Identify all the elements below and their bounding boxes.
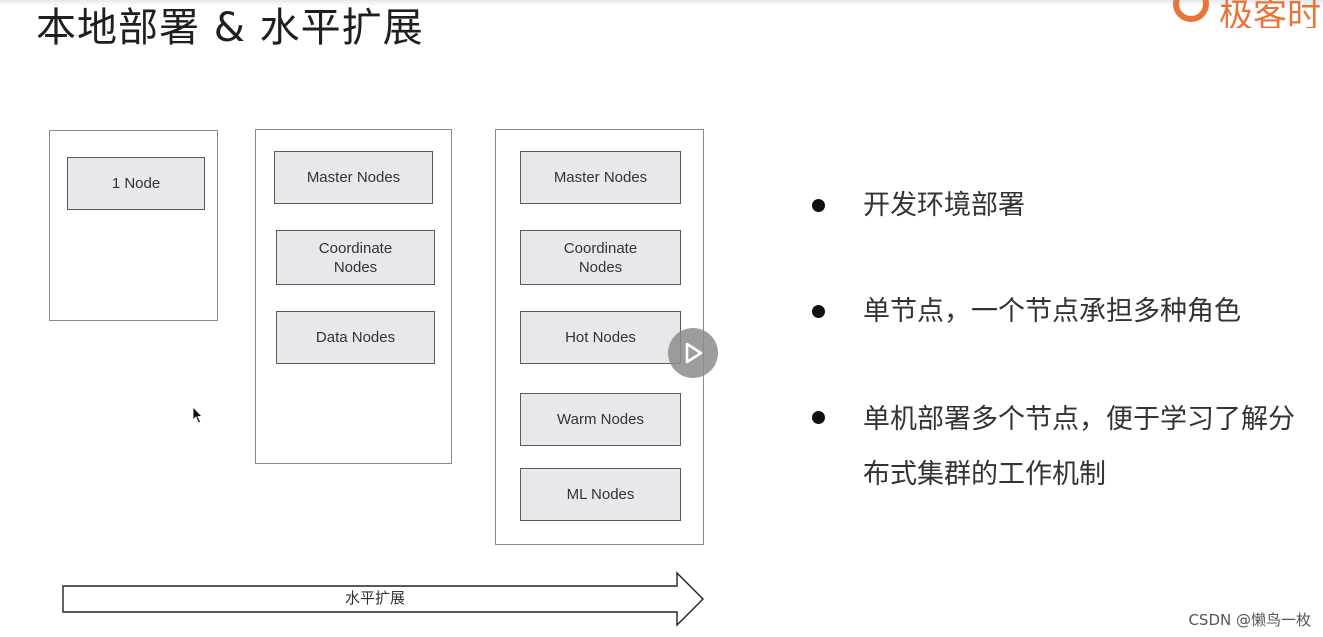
bullet-dot-icon (812, 411, 825, 424)
scale-arrow-shape (62, 571, 704, 627)
deploy-column-single: 1 Node (49, 130, 218, 321)
video-play-button[interactable] (668, 328, 718, 378)
play-icon (685, 342, 703, 364)
node-box: Coordinate Nodes (276, 230, 435, 285)
logo-text: 极客时 (1219, 0, 1321, 28)
node-box: Data Nodes (276, 311, 435, 364)
node-box: Coordinate Nodes (520, 230, 681, 285)
bullet-dot-icon (812, 199, 825, 212)
slide-title: 本地部署 & 水平扩展 (36, 5, 424, 51)
deploy-column-multi-role: Master Nodes Coordinate Nodes Data Nodes (255, 129, 452, 464)
scale-arrow-label: 水平扩展 (344, 589, 405, 607)
brand-logo: 极客时 (1173, 0, 1323, 28)
bullet-text: 单节点，一个节点承担多种角色 (863, 296, 1241, 327)
watermark: CSDN @懒鸟一枚 (1188, 611, 1311, 629)
node-box: Master Nodes (274, 151, 433, 204)
node-box: Master Nodes (520, 151, 681, 204)
bullet-text: 开发环境部署 (863, 190, 1025, 221)
node-box: Warm Nodes (520, 393, 681, 446)
mouse-cursor-icon (192, 406, 203, 424)
bullet-text: 单机部署多个节点，便于学习了解分布式集群的工作机制 (863, 404, 1295, 490)
scale-arrow (62, 571, 704, 627)
node-box: Hot Nodes (520, 311, 681, 364)
bullet-dot-icon (812, 305, 825, 318)
logo-icon (1173, 0, 1209, 22)
top-shade (0, 0, 1323, 6)
node-box: ML Nodes (520, 468, 681, 521)
deploy-column-scaled: Master Nodes Coordinate Nodes Hot Nodes … (495, 129, 704, 545)
node-box: 1 Node (67, 157, 205, 210)
